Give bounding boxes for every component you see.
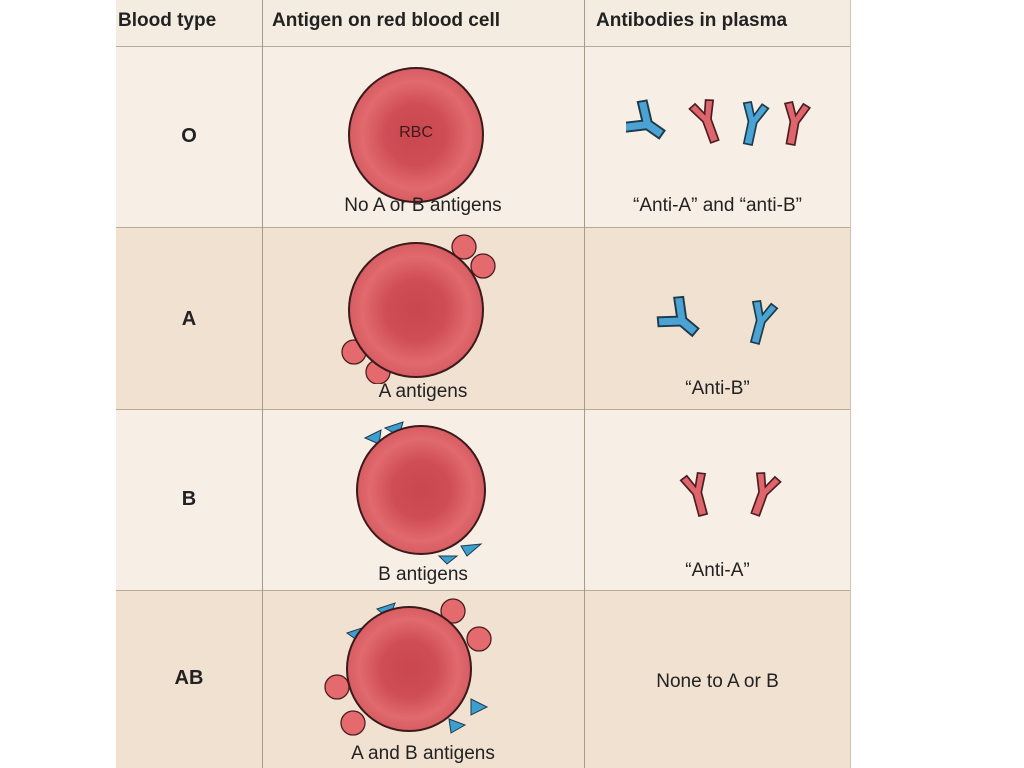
blood-type-label: O [181,125,197,147]
a-antigen [470,253,496,279]
a-antigen [324,674,350,700]
b-antigen [460,543,483,557]
antigen-caption: A antigens [378,381,468,402]
a-antigen [451,234,477,260]
anti-a-antibody-icon [679,471,709,518]
a-antigen [466,626,492,652]
antibodies-anti-a-anti-b [626,99,812,147]
rbc-label: RBC [399,124,433,141]
row-type-b: B B antigens “Anti-A” [116,410,851,591]
header-blood-type: Blood type [118,10,217,31]
header-antigen: Antigen on red blood cell [272,10,500,31]
anti-b-antibody-icon [626,99,666,140]
antibodies-anti-a [679,471,782,518]
b-antigen [363,429,382,445]
antigen-caption: A and B antigens [351,743,495,764]
row-type-a: A A antigens “Anti-B” [116,228,851,410]
antibody-caption: “Anti-A” and “anti-B” [633,195,802,216]
anti-b-antibody-icon [749,299,779,346]
b-antigen [470,698,489,716]
antibodies-anti-b [656,295,779,346]
row-type-o: O RBC No A or B antigens [116,47,851,228]
red-blood-cell [346,606,472,732]
b-antigen [448,718,467,734]
rbc-ab-antigens-illustration [324,598,492,736]
a-antigen [340,710,366,736]
anti-a-antibody-icon [750,472,782,517]
row-type-ab: AB A and B antigens None to A or B [116,591,851,768]
rbc-no-antigens-illustration: RBC [348,67,484,203]
blood-type-table: Blood type Antigen on red blood cell Ant… [116,0,851,768]
antigen-caption: B antigens [378,564,468,585]
table-header: Blood type Antigen on red blood cell Ant… [116,0,851,47]
anti-a-antibody-icon [783,100,812,147]
rbc-a-antigens-illustration [341,234,496,384]
anti-a-antibody-icon [688,99,720,144]
anti-b-antibody-icon [742,100,770,147]
column-divider [584,0,585,768]
anti-b-antibody-icon [656,295,700,338]
header-antibodies: Antibodies in plasma [596,10,788,31]
a-antigen [440,598,466,624]
blood-type-label: AB [174,667,204,689]
column-divider [262,0,263,768]
rbc-b-antigens-illustration [356,421,486,565]
antibody-caption: “Anti-A” [685,560,750,581]
antibody-caption: “Anti-B” [685,378,750,399]
blood-type-label: B [181,488,197,510]
red-blood-cell [348,67,484,203]
blood-type-label: A [181,308,197,330]
table-right-edge [850,0,851,768]
red-blood-cell [356,425,486,555]
antibody-caption: None to A or B [656,671,779,692]
antigen-caption: No A or B antigens [344,195,502,216]
b-antigen [437,555,459,565]
red-blood-cell [348,242,484,378]
